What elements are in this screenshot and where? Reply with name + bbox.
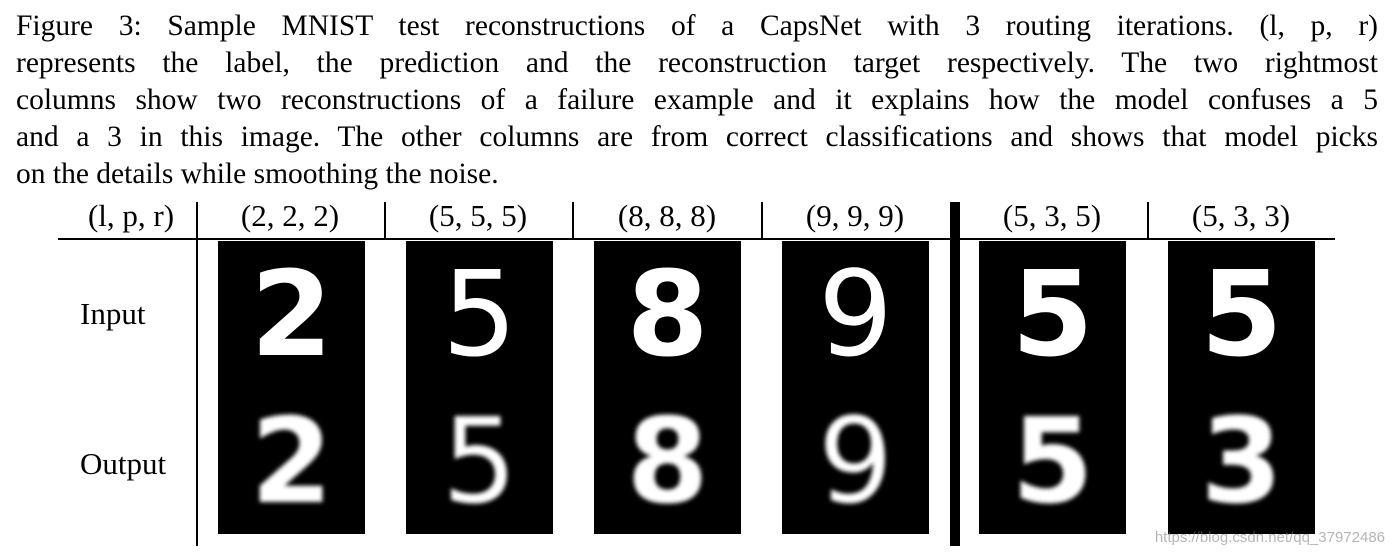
separator-body-1 — [196, 240, 198, 546]
output-digit-image: 3 — [1200, 392, 1283, 530]
failure-separator — [950, 202, 960, 546]
output-digit-image: 8 — [626, 392, 709, 530]
input-digit-image: 9 — [817, 245, 894, 383]
input-digit-image: 5 — [441, 245, 518, 383]
reconstruction-panel-4: 9 9 — [782, 241, 929, 534]
input-digit-image: 5 — [1011, 245, 1094, 383]
separator-head-1 — [196, 202, 198, 238]
reconstruction-panel-6: 5 3 — [1168, 241, 1315, 534]
watermark: https://blog.csdn.net/qq_37972486 — [1154, 529, 1385, 546]
row-label-input: Input — [80, 296, 146, 331]
output-digit-image: 9 — [817, 392, 894, 530]
output-digit-image: 2 — [250, 392, 333, 530]
reconstruction-panel-1: 2 2 — [218, 241, 365, 534]
separator-head-3 — [572, 202, 574, 238]
input-digit-image: 5 — [1200, 245, 1283, 383]
output-digit-image: 5 — [441, 392, 518, 530]
header-label: (l, p, r) — [87, 198, 175, 233]
column-header-5: (5, 3, 5) — [1002, 198, 1102, 233]
column-header-1: (2, 2, 2) — [240, 198, 340, 233]
output-digit-image: 5 — [1011, 392, 1094, 530]
reconstruction-panel-3: 8 8 — [594, 241, 741, 534]
input-digit-image: 8 — [626, 245, 709, 383]
caption-line-2: represents the label, the prediction and… — [16, 47, 1378, 79]
figure-caption: Figure 3: Sample MNIST test reconstructi… — [16, 8, 1378, 193]
column-header-3: (8, 8, 8) — [617, 198, 717, 233]
caption-line-4: and a 3 in this image. The other columns… — [16, 121, 1378, 153]
separator-head-2 — [384, 202, 386, 238]
column-header-6: (5, 3, 3) — [1191, 198, 1291, 233]
caption-line-3: columns show two reconstructions of a fa… — [16, 84, 1378, 116]
separator-head-4 — [761, 202, 763, 238]
input-digit-image: 2 — [250, 245, 333, 383]
column-header-4: (9, 9, 9) — [805, 198, 905, 233]
separator-head-6 — [1147, 202, 1149, 238]
column-header-2: (5, 5, 5) — [428, 198, 528, 233]
header-rule — [58, 238, 1335, 240]
reconstruction-panel-2: 5 5 — [406, 241, 553, 534]
caption-line-5: on the details while smoothing the noise… — [16, 158, 499, 190]
caption-line-1: Figure 3: Sample MNIST test reconstructi… — [16, 10, 1378, 42]
row-label-output: Output — [80, 446, 167, 481]
reconstruction-panel-5: 5 5 — [979, 241, 1126, 534]
